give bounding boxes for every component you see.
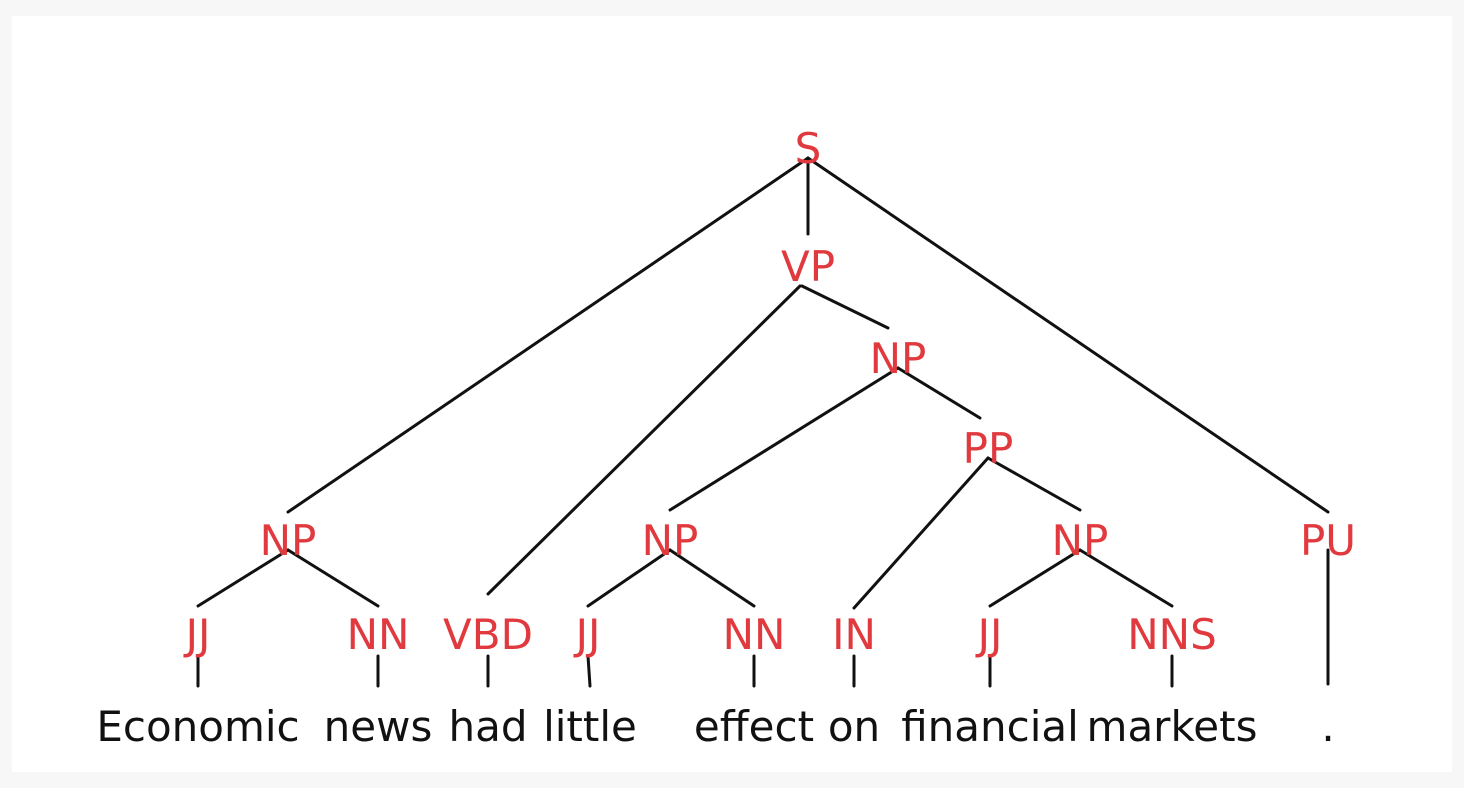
word-w_financial: financial (901, 702, 1079, 751)
edge-np_obj-to-pp (896, 366, 982, 420)
node-label-pp: PP (963, 424, 1014, 473)
edge-np_subj-to-nn1 (286, 548, 380, 608)
edge-s-to-pu (806, 156, 1330, 514)
node-label-np_fin: NP (1052, 516, 1109, 565)
node-label-nns: NNS (1127, 610, 1217, 659)
node-label-np_subj: NP (260, 516, 317, 565)
node-label-s: S (795, 124, 822, 173)
edge-vp-to-vbd (486, 284, 802, 596)
word-w_had: had (448, 702, 527, 751)
word-w_effect: effect (694, 702, 814, 751)
node-label-vp: VP (781, 242, 835, 291)
node-label-np_obj: NP (870, 334, 927, 383)
node-label-jj3: JJ (975, 610, 1003, 659)
edge-np_fin-to-jj3 (988, 548, 1082, 608)
node-label-in: IN (832, 610, 876, 659)
parse-tree: S VP NP PP NP NP NP PU JJ NN VBD JJ NN IN JJ NNS Economi… (96, 124, 1356, 751)
edge-np_obj-to-np_little (668, 366, 900, 512)
word-w_on: on (828, 702, 880, 751)
edge-jj2-to-w_little (586, 654, 592, 688)
node-label-vbd: VBD (443, 610, 533, 659)
edge-np_little-to-jj2 (586, 548, 672, 608)
edge-np_little-to-nn2 (668, 548, 756, 608)
node-label-jj2: JJ (573, 610, 601, 659)
edge-s-to-np_subj (286, 156, 810, 514)
tree-labels: S VP NP PP NP NP NP PU JJ NN VBD JJ NN IN JJ NNS Economi… (96, 124, 1356, 751)
edge-pp-to-np_fin (986, 456, 1082, 512)
word-w_period: . (1321, 702, 1334, 751)
word-w_economic: Economic (96, 702, 299, 751)
diagram-canvas: S VP NP PP NP NP NP PU JJ NN VBD JJ NN IN JJ NNS Economi… (12, 16, 1452, 772)
node-label-jj1: JJ (183, 610, 211, 659)
node-label-pu: PU (1300, 516, 1356, 565)
node-label-nn2: NN (723, 610, 786, 659)
tree-edges (196, 156, 1330, 688)
edge-np_subj-to-jj1 (196, 548, 290, 608)
edge-np_fin-to-nns (1078, 548, 1174, 608)
word-w_little: little (543, 702, 637, 751)
node-label-nn1: NN (347, 610, 410, 659)
node-label-np_little: NP (642, 516, 699, 565)
word-w_news: news (324, 702, 433, 751)
edge-pp-to-in (852, 456, 990, 610)
word-w_markets: markets (1087, 702, 1258, 751)
edge-vp-to-np_obj (800, 284, 890, 330)
